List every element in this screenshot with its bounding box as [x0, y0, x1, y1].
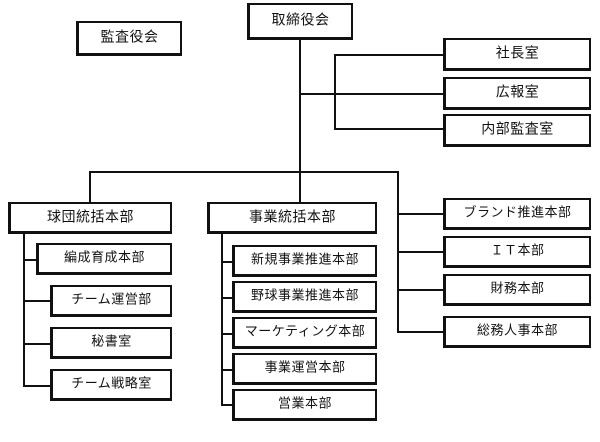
node-label: 広報室	[495, 84, 540, 101]
connector-to-internal-audit	[334, 128, 444, 130]
connector-to-it	[397, 251, 445, 253]
node-it-division[interactable]: ＩＴ本部	[443, 236, 591, 268]
connector-to-team-ops	[23, 300, 51, 302]
node-label: チーム戦略室	[71, 376, 152, 392]
connector-to-hr	[397, 331, 445, 333]
node-brand-promotion[interactable]: ブランド推進本部	[443, 198, 591, 230]
node-sales[interactable]: 営業本部	[232, 389, 377, 421]
node-ballclub-hq[interactable]: 球団統括本部	[8, 202, 172, 234]
connector-to-team-strategy	[23, 385, 51, 387]
connector-to-presidents-office	[334, 54, 444, 56]
connector-staff-riser	[334, 54, 336, 130]
connector-trunk-main	[299, 40, 301, 203]
node-new-business-promotion[interactable]: 新規事業推進本部	[232, 245, 377, 277]
node-business-operations[interactable]: 事業運営本部	[232, 353, 377, 385]
node-label: 取締役会	[271, 12, 330, 29]
node-team-strategy-office[interactable]: チーム戦略室	[50, 369, 172, 401]
node-team-operations[interactable]: チーム運営部	[50, 285, 172, 317]
node-secretarial-office[interactable]: 秘書室	[50, 327, 172, 359]
connector-ballclub-riser	[23, 233, 25, 386]
node-label: 球団統括本部	[47, 209, 134, 225]
node-label: 野球事業推進本部	[250, 288, 359, 304]
node-presidents-office[interactable]: 社長室	[443, 38, 591, 71]
connector-to-secretary	[23, 343, 51, 345]
connector-staff-join	[299, 93, 336, 95]
node-label: 内部監査室	[481, 121, 554, 138]
node-label: 総務人事本部	[476, 323, 558, 339]
connector-to-hensei	[23, 259, 37, 261]
connector-drop-ballclub	[89, 171, 91, 203]
node-label: 新規事業推進本部	[250, 252, 359, 268]
node-label: チーム運営部	[71, 292, 152, 308]
node-label: 財務本部	[490, 281, 545, 297]
node-label: ＩＴ本部	[490, 243, 545, 259]
connector-to-finance	[397, 289, 445, 291]
node-label: 監査役会	[100, 29, 159, 46]
connector-business-riser	[221, 233, 223, 405]
node-label: マーケティング本部	[244, 324, 366, 340]
node-label: 事業運営本部	[264, 360, 346, 376]
node-public-relations-office[interactable]: 広報室	[443, 77, 591, 110]
connector-to-sales	[221, 404, 233, 406]
node-baseball-business-promotion[interactable]: 野球事業推進本部	[232, 281, 377, 313]
node-label: 営業本部	[277, 396, 332, 412]
node-board-of-directors[interactable]: 取締役会	[247, 3, 353, 40]
connector-to-brand	[397, 213, 445, 215]
connector-to-new-business	[221, 261, 233, 263]
node-audit-board[interactable]: 監査役会	[76, 21, 182, 56]
node-marketing[interactable]: マーケティング本部	[232, 317, 377, 349]
node-label: 事業統括本部	[249, 209, 336, 225]
connector-level1-bus	[89, 171, 399, 173]
connector-to-business-ops	[221, 369, 233, 371]
node-scouting-development[interactable]: 編成育成本部	[36, 243, 172, 275]
connector-to-marketing	[221, 333, 233, 335]
connector-to-baseball-business	[221, 297, 233, 299]
node-general-affairs-hr-division[interactable]: 総務人事本部	[443, 316, 591, 348]
node-label: 秘書室	[91, 334, 132, 350]
node-finance-division[interactable]: 財務本部	[443, 274, 591, 306]
connector-to-pr-office	[334, 93, 444, 95]
node-label: 社長室	[495, 45, 540, 62]
node-label: ブランド推進本部	[463, 205, 572, 221]
node-business-hq[interactable]: 事業統括本部	[207, 202, 377, 234]
node-label: 編成育成本部	[63, 250, 145, 266]
node-internal-audit-office[interactable]: 内部監査室	[443, 114, 591, 147]
